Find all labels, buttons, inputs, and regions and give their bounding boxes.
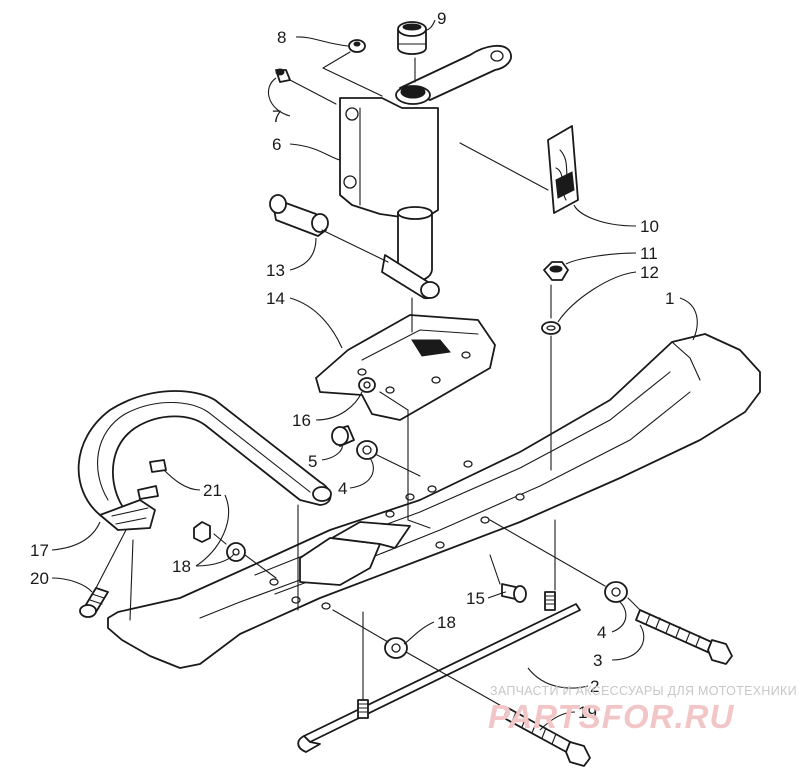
bolt-3 <box>635 609 733 665</box>
callout-20: 20 <box>30 569 49 588</box>
callout-4-left: 4 <box>338 479 347 498</box>
callout-8: 8 <box>277 28 286 47</box>
callout-17: 17 <box>30 541 49 560</box>
callout-19: 19 <box>578 703 597 722</box>
callout-5: 5 <box>308 452 317 471</box>
callout-18-bottom: 18 <box>437 613 456 632</box>
leader-lines <box>51 19 698 731</box>
spindle <box>339 45 512 300</box>
watermark-brand-logo: PARTSFOR.RU <box>488 698 734 735</box>
watermark-tagline: ЗАПЧАСТИ И АКСЕССУАРЫ ДЛЯ МОТОТЕХНИКИ <box>490 684 797 698</box>
bushing-5 <box>331 425 355 447</box>
callout-1: 1 <box>665 289 674 308</box>
callout-6: 6 <box>272 135 281 154</box>
callout-2: 2 <box>590 677 599 696</box>
callout-4-right: 4 <box>597 623 606 642</box>
callout-10: 10 <box>640 217 659 236</box>
bushing <box>269 194 329 237</box>
decal-10 <box>547 125 579 214</box>
insert-21 <box>137 459 167 500</box>
grease-fitting-7 <box>275 68 291 83</box>
watermark: ЗАПЧАСТИ И АКСЕССУАРЫ ДЛЯ МОТОТЕХНИКИ PA… <box>488 684 797 735</box>
nut-11 <box>543 261 569 281</box>
callout-13: 13 <box>266 261 285 280</box>
callout-15: 15 <box>466 589 485 608</box>
washer-4-left <box>356 440 378 460</box>
callout-21: 21 <box>203 481 222 500</box>
nut-18-left <box>193 521 211 543</box>
washer-12 <box>541 321 561 335</box>
callout-numbers: 1 2 3 4 4 5 6 7 8 9 10 11 12 13 14 15 16… <box>30 9 674 722</box>
ski-body <box>107 333 761 669</box>
washer-18-bottom <box>384 637 408 659</box>
ski-loop-handle <box>77 390 332 531</box>
bolt-19 <box>503 707 591 767</box>
spacer-16 <box>358 377 376 393</box>
plug-cap <box>397 21 427 55</box>
callout-9: 9 <box>437 9 446 28</box>
saddle-bracket-14 <box>315 314 496 421</box>
callout-16: 16 <box>292 411 311 430</box>
washer-4-right <box>604 581 628 603</box>
screw-20 <box>79 587 109 618</box>
callout-14: 14 <box>266 289 285 308</box>
callout-12: 12 <box>640 263 659 282</box>
screw-15 <box>501 583 527 603</box>
callout-3: 3 <box>593 651 602 670</box>
callout-11: 11 <box>640 244 658 263</box>
assembly-lines <box>95 51 641 709</box>
callout-7: 7 <box>272 107 281 126</box>
wear-bar <box>297 591 581 753</box>
callout-18-left: 18 <box>172 557 191 576</box>
